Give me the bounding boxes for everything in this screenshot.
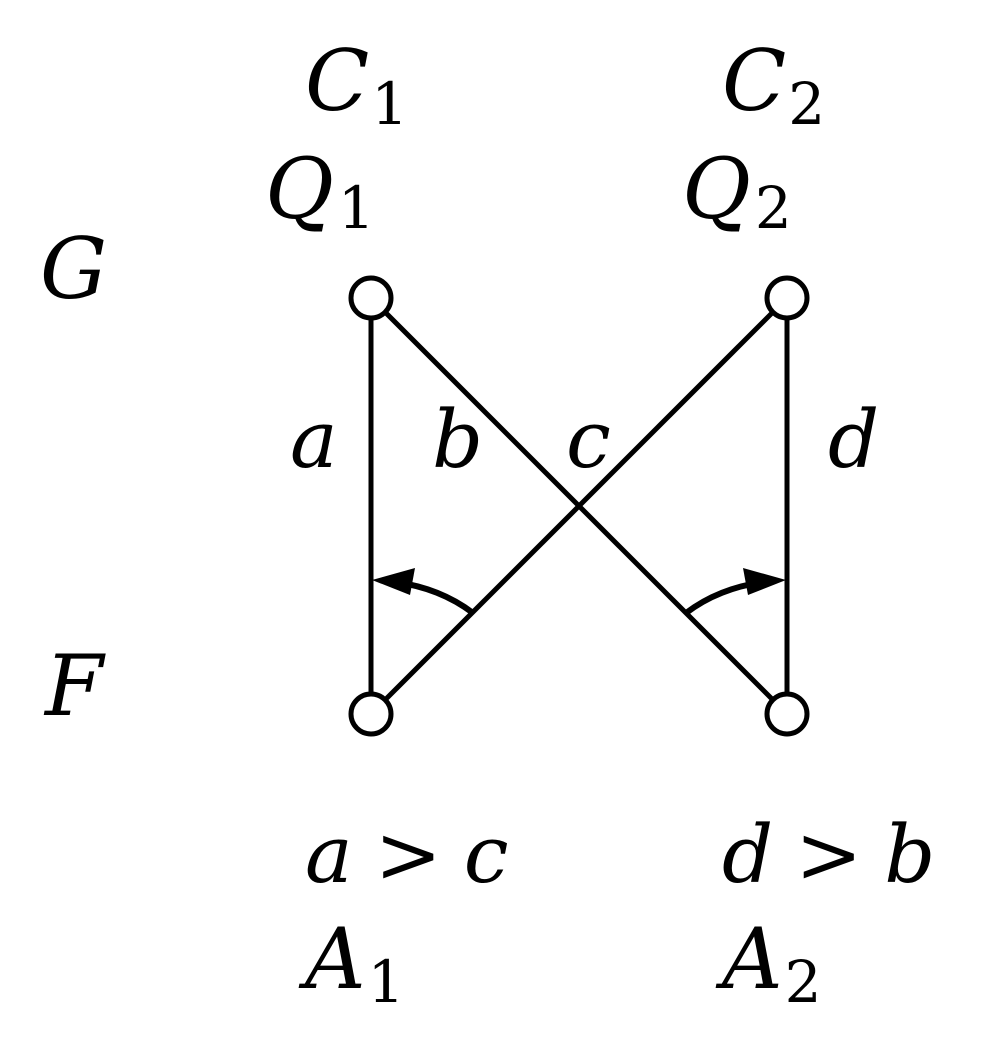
action-label-a1: A1: [298, 910, 405, 1016]
edge-label-a: a: [290, 393, 338, 486]
condition-left: a>c: [305, 808, 509, 901]
condition-right-rhs: b: [884, 808, 935, 901]
arrowhead-right-icon: [743, 568, 786, 595]
class-label-c2: C2: [722, 32, 825, 138]
condition-right-op: >: [795, 808, 862, 901]
edge-label-d: d: [828, 393, 879, 486]
quality-label-q1: Q1: [265, 140, 375, 242]
quality-label-q1-base: Q: [265, 140, 334, 238]
node-bottom-right: [764, 691, 810, 737]
edge-c: [384, 311, 774, 701]
class-label-c1-sub: 1: [371, 70, 408, 138]
condition-left-op: >: [375, 808, 442, 901]
action-label-a2: A2: [715, 910, 822, 1016]
condition-right-lhs: d: [722, 808, 773, 901]
class-label-c2-base: C: [722, 32, 786, 130]
quality-label-q2-base: Q: [682, 140, 751, 238]
class-label-c1: C1: [305, 32, 408, 138]
row-label-f: F: [43, 637, 106, 735]
condition-right: d>b: [722, 808, 935, 901]
arrowhead-left-icon: [372, 568, 415, 595]
action-label-a2-base: A: [715, 910, 783, 1008]
quality-label-q2: Q2: [682, 140, 792, 242]
edge-label-b: b: [432, 393, 483, 486]
action-label-a2-sub: 2: [785, 948, 822, 1016]
node-top-right: [764, 275, 810, 321]
action-label-a1-sub: 1: [368, 948, 405, 1016]
quality-label-q1-sub: 1: [338, 174, 375, 242]
action-label-a1-base: A: [298, 910, 366, 1008]
node-bottom-left: [348, 691, 394, 737]
condition-left-lhs: a: [305, 808, 353, 901]
class-label-c2-sub: 2: [788, 70, 825, 138]
edge-label-c: c: [566, 393, 611, 486]
condition-left-rhs: c: [464, 808, 509, 901]
node-top-left: [348, 275, 394, 321]
class-label-c1-base: C: [305, 32, 369, 130]
row-label-g: G: [40, 220, 107, 318]
quality-label-q2-sub: 2: [755, 174, 792, 242]
